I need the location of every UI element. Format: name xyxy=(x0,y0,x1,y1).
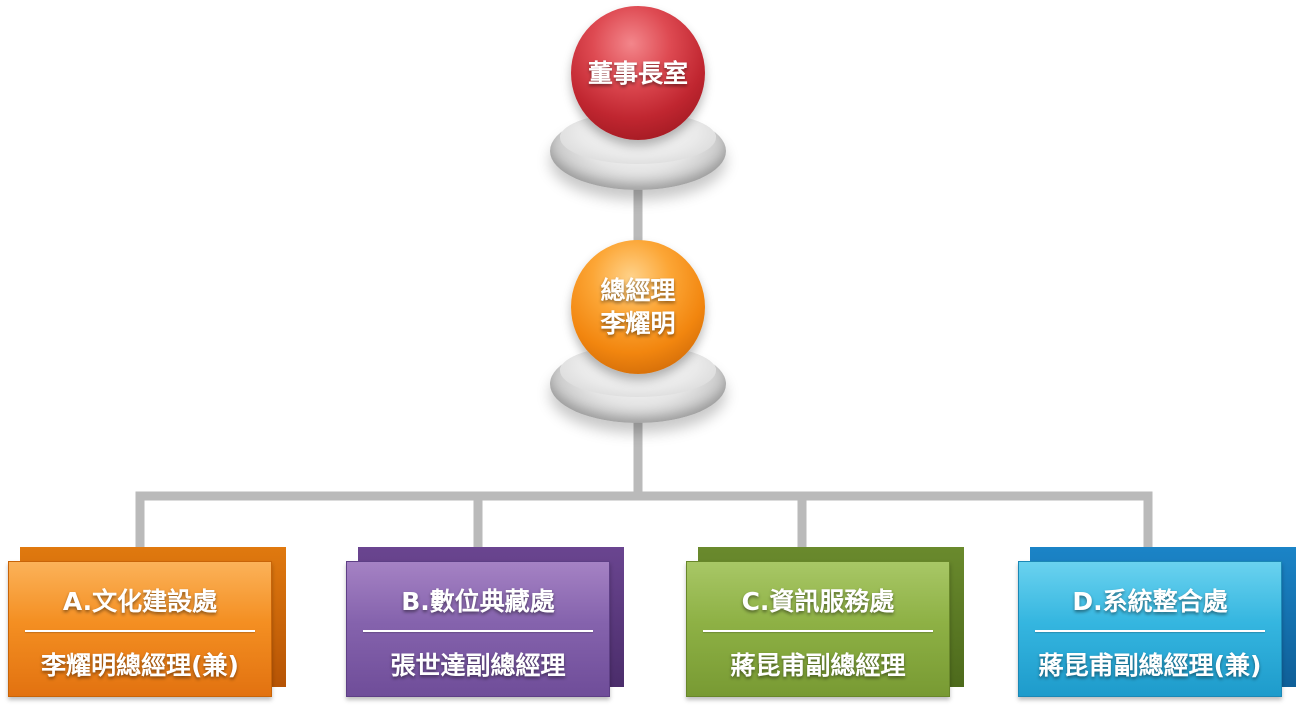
division-d-box: D.系統整合處 蔣昆甫副總經理(兼) xyxy=(1018,547,1298,697)
general-manager-ball: 總經理 李耀明 xyxy=(571,240,705,374)
division-title: A.文化建設處 xyxy=(62,587,218,616)
division-a-box: A.文化建設處 李耀明總經理(兼) xyxy=(8,547,288,697)
division-head: 張世達副總經理 xyxy=(390,651,566,680)
box-front: A.文化建設處 李耀明總經理(兼) xyxy=(8,561,272,697)
division-head: 蔣昆甫副總經理 xyxy=(730,651,906,680)
divider xyxy=(1035,630,1265,632)
box-front: C.資訊服務處 蔣昆甫副總經理 xyxy=(686,561,950,697)
division-title: B.數位典藏處 xyxy=(401,587,555,616)
division-title: C.資訊服務處 xyxy=(741,587,895,616)
box-front: D.系統整合處 蔣昆甫副總經理(兼) xyxy=(1018,561,1282,697)
divider xyxy=(25,630,255,632)
box-front: B.數位典藏處 張世達副總經理 xyxy=(346,561,610,697)
chairman-label: 董事長室 xyxy=(587,58,688,88)
division-head: 蔣昆甫副總經理(兼) xyxy=(1038,651,1262,680)
division-title: D.系統整合處 xyxy=(1072,587,1228,616)
general-manager-name: 李耀明 xyxy=(600,309,676,338)
general-manager-title: 總經理 xyxy=(600,276,676,305)
general-manager-node: 總經理 李耀明 xyxy=(550,238,726,428)
divider xyxy=(703,630,933,632)
chairman-node: 董事長室 xyxy=(550,4,726,194)
divider xyxy=(363,630,593,632)
division-head: 李耀明總經理(兼) xyxy=(41,651,239,680)
division-c-box: C.資訊服務處 蔣昆甫副總經理 xyxy=(686,547,966,697)
chairman-ball: 董事長室 xyxy=(571,6,705,140)
division-b-box: B.數位典藏處 張世達副總經理 xyxy=(346,547,626,697)
